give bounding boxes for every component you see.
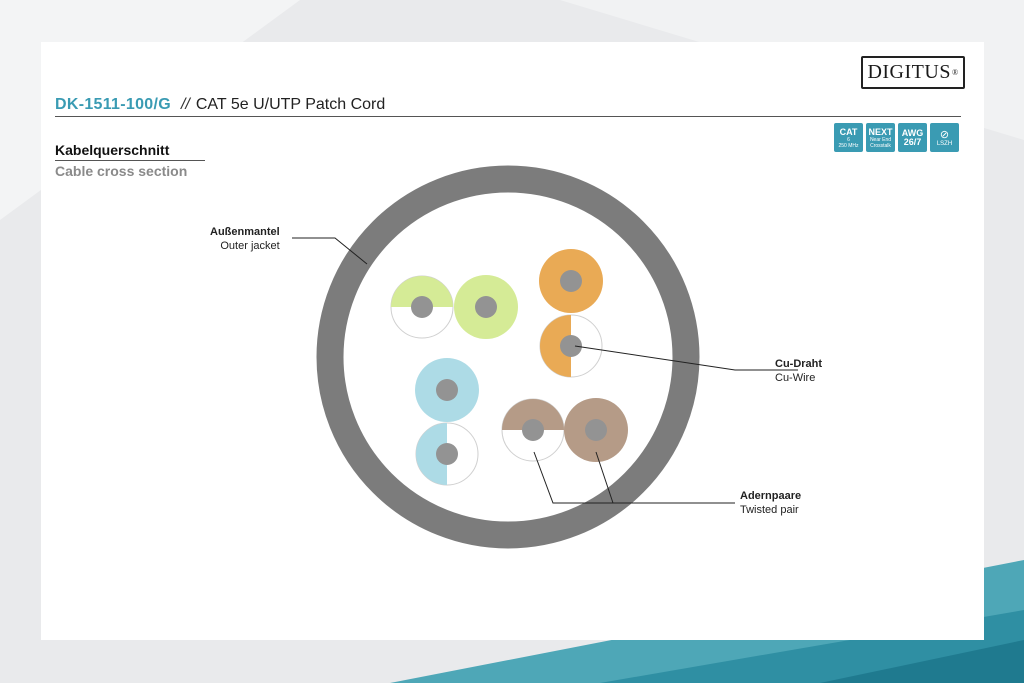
wire-pair-brown	[501, 398, 628, 462]
leader-line-pair-2	[595, 451, 614, 504]
product-separator: //	[180, 96, 190, 113]
label-cu-wire: Cu-Draht Cu-Wire	[775, 357, 822, 385]
leader-line-jacket	[292, 237, 368, 265]
wire-blue-white	[415, 422, 479, 486]
wire-orange-white	[539, 314, 603, 378]
wire-orange	[539, 249, 603, 313]
label-twisted-pair-en: Twisted pair	[740, 504, 799, 516]
label-cu-wire-de: Cu-Draht	[775, 358, 823, 370]
cat-badge: CAT 6 250 MHz	[834, 123, 863, 152]
awg-badge: AWG 26/7	[898, 123, 927, 152]
leader-line-wire	[574, 345, 798, 371]
product-sku: DK-1511-100/G	[55, 96, 171, 113]
wire-green	[454, 275, 518, 339]
label-twisted-pair-de: Adernpaare	[740, 490, 802, 502]
section-title-de: Kabelquerschnitt	[55, 142, 205, 161]
logo-text: DIGITUS	[867, 61, 951, 83]
outer-jacket-ring	[316, 165, 700, 549]
section-title-en: Cable cross section	[55, 163, 188, 179]
product-name: CAT 5e U/UTP Patch Cord	[195, 96, 386, 113]
wire-brown	[564, 398, 628, 462]
wire-pair-green	[390, 275, 518, 339]
spec-badges: CAT 6 250 MHz NEXT Near End Crosstalk AW…	[834, 123, 959, 152]
wire-pair-orange	[539, 249, 603, 378]
lszh-badge: ⊘ LSZH	[930, 123, 959, 152]
cat-badge-sub2: 250 MHz	[838, 142, 859, 149]
next-badge: NEXT Near End Crosstalk	[866, 123, 895, 152]
next-badge-sub1: Near End	[869, 136, 892, 143]
awg-badge-main: AWG	[901, 128, 924, 138]
lszh-badge-main: LSZH	[936, 140, 953, 147]
wire-brown-white	[501, 398, 565, 462]
registered-mark: ®	[951, 68, 959, 77]
next-badge-sub2: Crosstalk	[870, 142, 891, 149]
leader-line-pair	[533, 451, 735, 504]
label-outer-jacket: Außenmantel Outer jacket	[210, 225, 280, 253]
cat-badge-sub1: 6	[847, 136, 850, 143]
wire-green-white	[390, 275, 454, 339]
no-halogen-icon: ⊘	[939, 128, 950, 141]
awg-badge-sub1: 26/7	[903, 137, 922, 147]
product-heading: DK-1511-100/G // CAT 5e U/UTP Patch Cord	[55, 96, 961, 117]
label-twisted-pair: Adernpaare Twisted pair	[740, 489, 801, 517]
next-badge-main: NEXT	[868, 126, 893, 137]
label-cu-wire-en: Cu-Wire	[775, 372, 816, 384]
label-outer-jacket-en: Outer jacket	[220, 240, 280, 252]
wire-blue	[415, 358, 479, 422]
digitus-logo: DIGITUS®	[861, 56, 965, 89]
cat-badge-main: CAT	[839, 126, 858, 137]
wire-pair-blue	[415, 358, 479, 486]
label-outer-jacket-de: Außenmantel	[210, 226, 280, 238]
